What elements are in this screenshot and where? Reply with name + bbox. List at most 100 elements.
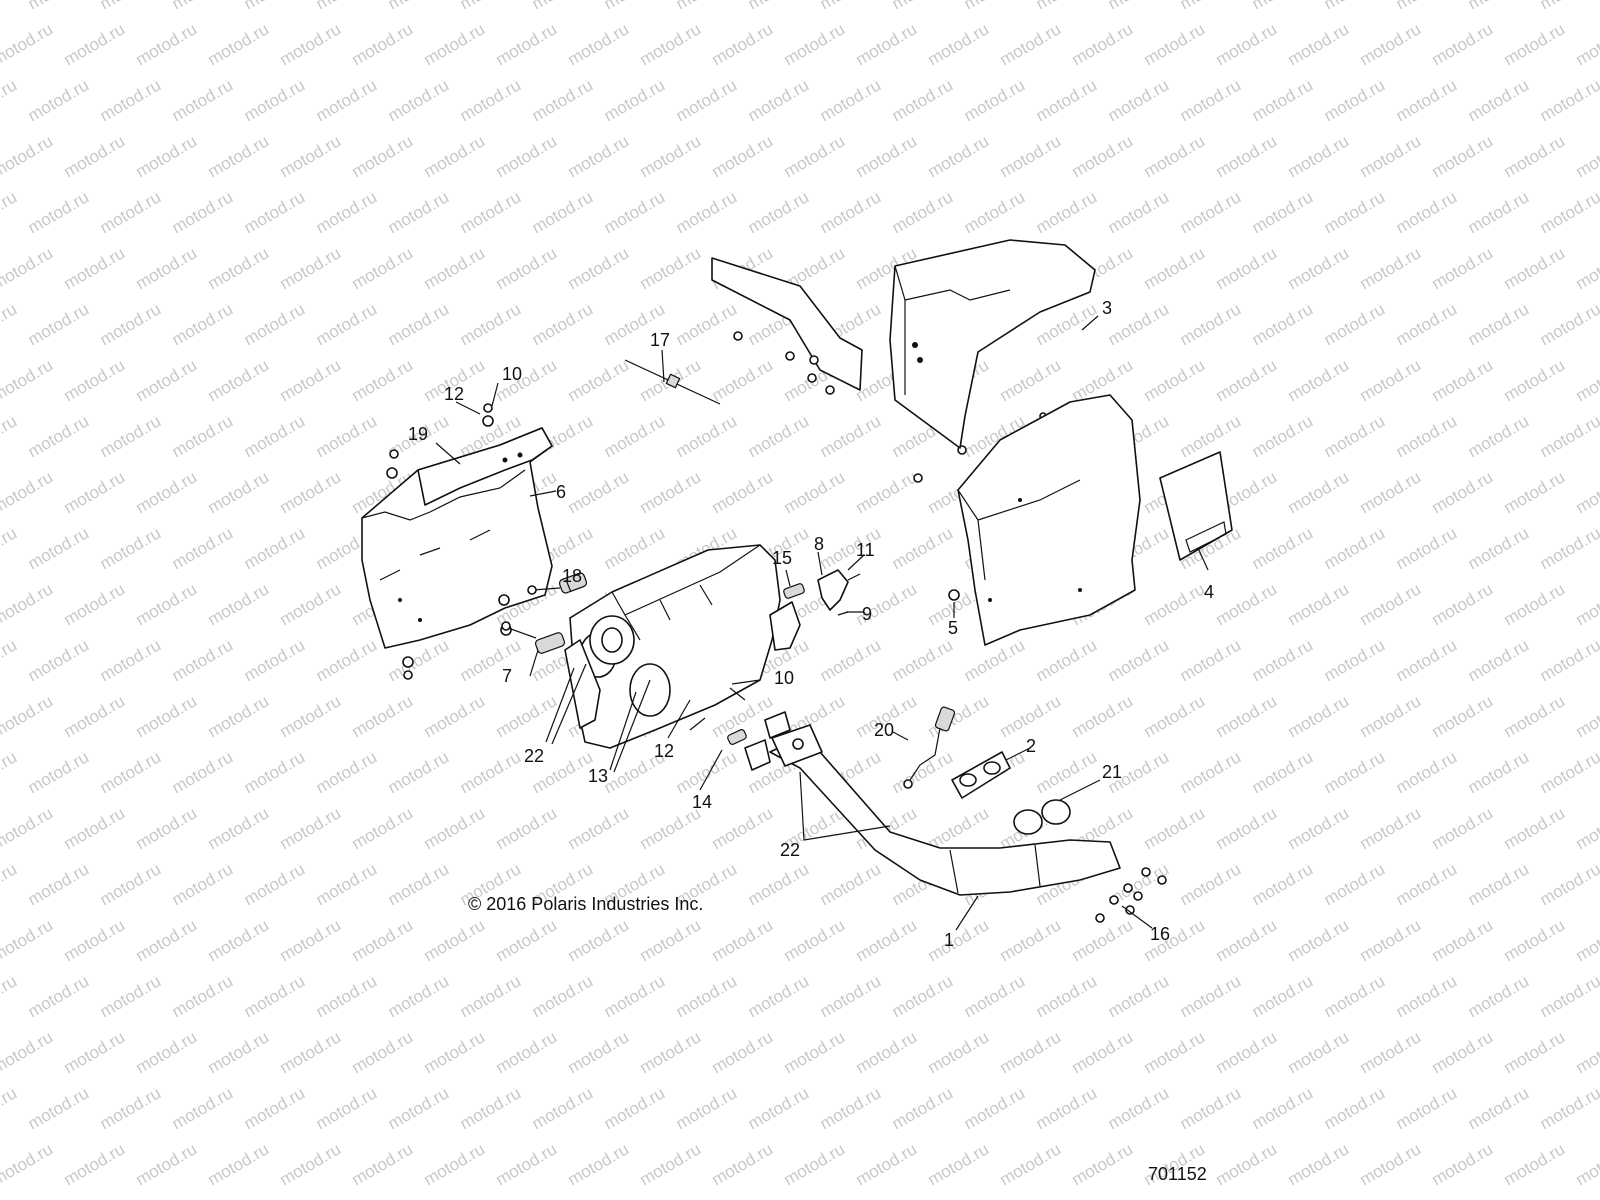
watermark-text: motod.ru <box>241 187 309 237</box>
watermark-text: motod.ru <box>1321 747 1389 797</box>
watermark-text: motod.ru <box>0 131 56 181</box>
watermark-text: motod.ru <box>313 635 381 685</box>
watermark-text: motod.ru <box>601 971 669 1021</box>
watermark-text: motod.ru <box>421 1139 489 1189</box>
watermark-text: motod.ru <box>997 1027 1065 1077</box>
watermark-text: motod.ru <box>133 355 201 405</box>
watermark-text: motod.ru <box>709 915 777 965</box>
watermark-text: motod.ru <box>1177 1083 1245 1133</box>
watermark-text: motod.ru <box>889 1083 957 1133</box>
watermark-text: motod.ru <box>997 19 1065 69</box>
muffler <box>564 544 801 749</box>
watermark-text: motod.ru <box>1321 299 1389 349</box>
watermark-text: motod.ru <box>1069 131 1137 181</box>
watermark-text: motod.ru <box>853 915 921 965</box>
watermark-text: motod.ru <box>673 411 741 461</box>
watermark-text: motod.ru <box>169 187 237 237</box>
callout-10b: 10 <box>774 668 794 688</box>
watermark-text: motod.ru <box>601 0 669 13</box>
callout-3: 3 <box>1102 298 1112 318</box>
watermark-text: motod.ru <box>385 747 453 797</box>
watermark-text: motod.ru <box>97 747 165 797</box>
watermark-text: motod.ru <box>1573 467 1600 517</box>
watermark-text: motod.ru <box>1249 747 1317 797</box>
watermark-text: motod.ru <box>1321 75 1389 125</box>
watermark-text: motod.ru <box>277 19 345 69</box>
watermark-text: motod.ru <box>0 0 20 13</box>
watermark-text: motod.ru <box>1537 299 1600 349</box>
watermark-text: motod.ru <box>1285 803 1353 853</box>
callout-22b: 22 <box>780 840 800 860</box>
watermark-text: motod.ru <box>1069 1027 1137 1077</box>
watermark-text: motod.ru <box>205 915 273 965</box>
watermark-text: motod.ru <box>673 747 741 797</box>
watermark-text: motod.ru <box>61 355 129 405</box>
watermark-text: motod.ru <box>133 803 201 853</box>
watermark-text: motod.ru <box>25 411 93 461</box>
watermark-text: motod.ru <box>169 411 237 461</box>
watermark-text: motod.ru <box>349 243 417 293</box>
watermark-text: motod.ru <box>601 75 669 125</box>
watermark-text: motod.ru <box>0 803 56 853</box>
watermark-text: motod.ru <box>169 859 237 909</box>
watermark-text: motod.ru <box>1573 355 1600 405</box>
watermark-text: motod.ru <box>1357 915 1425 965</box>
watermark-text: motod.ru <box>421 1027 489 1077</box>
watermark-text: motod.ru <box>817 1083 885 1133</box>
watermark-text: motod.ru <box>133 131 201 181</box>
watermark-text: motod.ru <box>1357 691 1425 741</box>
watermark-text: motod.ru <box>1501 19 1569 69</box>
watermark-text: motod.ru <box>745 0 813 13</box>
callout-labels: 3 10 12 19 6 17 18 15 8 11 9 5 4 7 10 12… <box>408 298 1214 950</box>
watermark-text: motod.ru <box>1285 19 1353 69</box>
watermark-text: motod.ru <box>1321 859 1389 909</box>
watermark-text: motod.ru <box>385 1083 453 1133</box>
watermark-text: motod.ru <box>1285 131 1353 181</box>
watermark-text: motod.ru <box>457 0 525 13</box>
watermark-text: motod.ru <box>1537 0 1600 13</box>
watermark-text: motod.ru <box>1357 1139 1425 1189</box>
watermark-text: motod.ru <box>745 971 813 1021</box>
watermark-text: motod.ru <box>25 0 93 13</box>
watermark-text: motod.ru <box>0 971 20 1021</box>
watermark-text: motod.ru <box>961 0 1029 13</box>
watermark-text: motod.ru <box>817 971 885 1021</box>
watermark-text: motod.ru <box>709 467 777 517</box>
watermark-text: motod.ru <box>1573 915 1600 965</box>
diagram-number: 701152 <box>1148 1164 1207 1184</box>
watermark-text: motod.ru <box>385 187 453 237</box>
watermark-text: motod.ru <box>421 19 489 69</box>
watermark-text: motod.ru <box>781 131 849 181</box>
watermark-text: motod.ru <box>1537 859 1600 909</box>
watermark-text: motod.ru <box>0 1083 20 1133</box>
watermark-text: motod.ru <box>385 859 453 909</box>
exhaust-gasket <box>951 751 1011 799</box>
watermark-text: motod.ru <box>421 243 489 293</box>
watermark-text: motod.ru <box>1501 803 1569 853</box>
watermark-text: motod.ru <box>313 1083 381 1133</box>
watermark-text: motod.ru <box>97 299 165 349</box>
watermark-text: motod.ru <box>1177 411 1245 461</box>
watermark-text: motod.ru <box>817 859 885 909</box>
watermark-text: motod.ru <box>925 915 993 965</box>
watermark-text: motod.ru <box>1285 355 1353 405</box>
watermark-text: motod.ru <box>421 691 489 741</box>
watermark-text: motod.ru <box>1249 1083 1317 1133</box>
watermark-text: motod.ru <box>637 1027 705 1077</box>
watermark-text: motod.ru <box>997 1139 1065 1189</box>
watermark-text: motod.ru <box>1429 1027 1497 1077</box>
watermark-text: motod.ru <box>1501 1139 1569 1189</box>
watermark-text: motod.ru <box>997 691 1065 741</box>
watermark-text: motod.ru <box>565 19 633 69</box>
watermark-text: motod.ru <box>1573 131 1600 181</box>
watermark-text: motod.ru <box>1573 1139 1600 1189</box>
watermark-text: motod.ru <box>1213 579 1281 629</box>
watermark-text: motod.ru <box>889 523 957 573</box>
watermark-text: motod.ru <box>349 1027 417 1077</box>
callout-9: 9 <box>862 604 872 624</box>
watermark-text: motod.ru <box>0 523 20 573</box>
watermark-text: motod.ru <box>1393 1083 1461 1133</box>
watermark-text: motod.ru <box>1321 523 1389 573</box>
watermark-text: motod.ru <box>1285 691 1353 741</box>
watermark-text: motod.ru <box>1501 915 1569 965</box>
